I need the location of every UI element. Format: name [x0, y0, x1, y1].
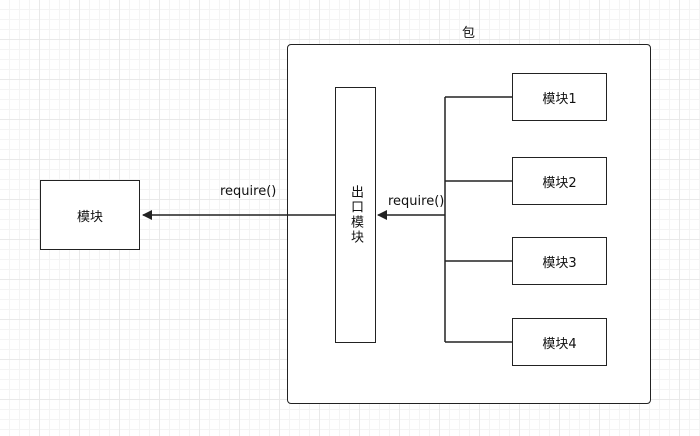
module-2-label: 模块2	[542, 175, 577, 191]
module-1-box: 模块1	[512, 73, 607, 121]
require-label-left: require()	[220, 184, 277, 199]
require-label-right: require()	[388, 194, 445, 209]
exit-module-box: 出口模块	[335, 87, 376, 343]
module-3-box: 模块3	[512, 237, 607, 285]
package-label: 包	[462, 26, 476, 41]
left-module-label: 模块	[76, 209, 103, 225]
exit-module-label: 出口模块	[348, 185, 363, 245]
module-2-box: 模块2	[512, 157, 607, 205]
module-4-box: 模块4	[512, 318, 607, 366]
left-module-box: 模块	[40, 180, 140, 250]
module-3-label: 模块3	[542, 255, 577, 271]
module-4-label: 模块4	[542, 336, 577, 352]
module-1-label: 模块1	[542, 91, 577, 107]
